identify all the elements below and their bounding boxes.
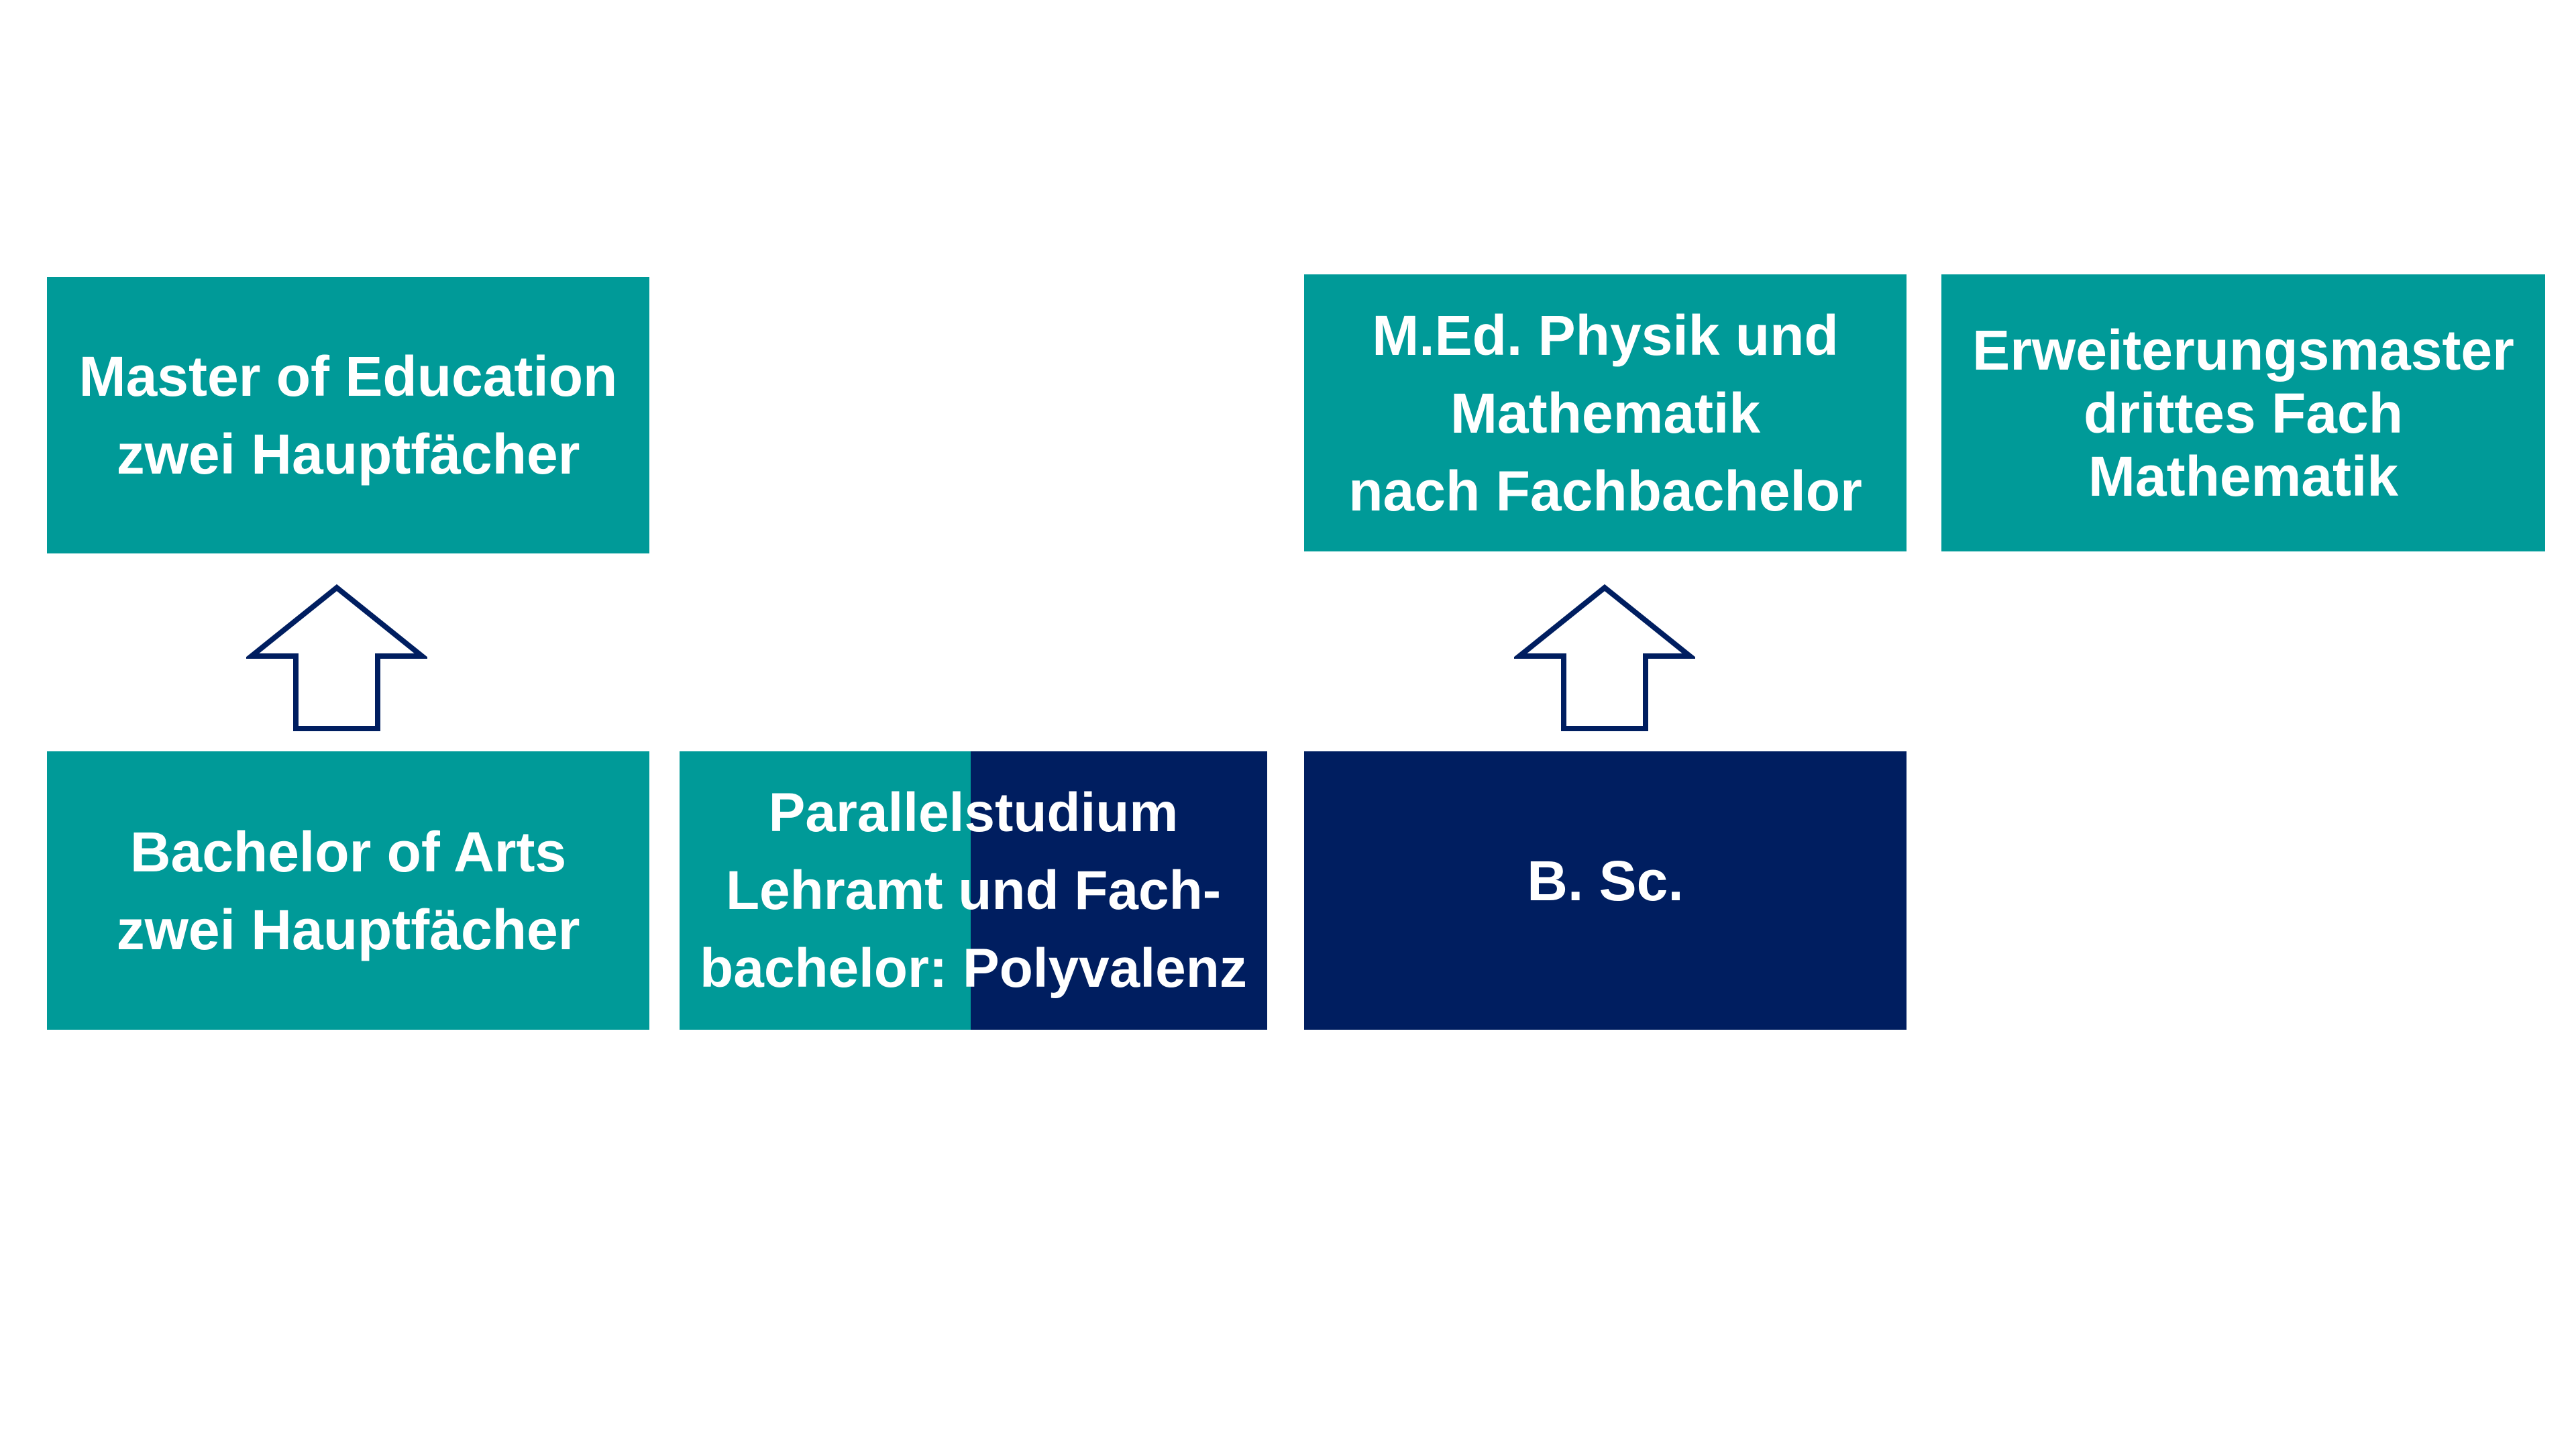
master-of-education-box: Master of Education zwei Hauptfächer (47, 277, 649, 553)
master-of-education-label: Master of Education zwei Hauptfächer (78, 345, 618, 486)
med-physik-mathematik-label: M.Ed. Physik und Mathematik nach Fachbac… (1348, 303, 1862, 523)
erweiterungsmaster-label: Erweiterungsmaster drittes Fach Mathemat… (1972, 318, 2514, 508)
bachelor-of-arts-label: Bachelor of Arts zwei Hauptfächer (116, 820, 580, 961)
arrow-up-icon (1514, 584, 1695, 731)
erweiterungsmaster-box: Erweiterungsmaster drittes Fach Mathemat… (1941, 274, 2545, 551)
bsc-box: B. Sc. (1304, 751, 1907, 1030)
bachelor-of-arts-box: Bachelor of Arts zwei Hauptfächer (47, 751, 649, 1030)
arrow-up-icon (246, 584, 427, 731)
med-physik-mathematik-box: M.Ed. Physik und Mathematik nach Fachbac… (1304, 274, 1907, 551)
parallelstudium-box: Parallelstudium Lehramt und Fach- bachel… (680, 751, 1267, 1030)
bsc-label: B. Sc. (1527, 849, 1684, 912)
parallelstudium-label: Parallelstudium Lehramt und Fach- bachel… (700, 782, 1247, 999)
